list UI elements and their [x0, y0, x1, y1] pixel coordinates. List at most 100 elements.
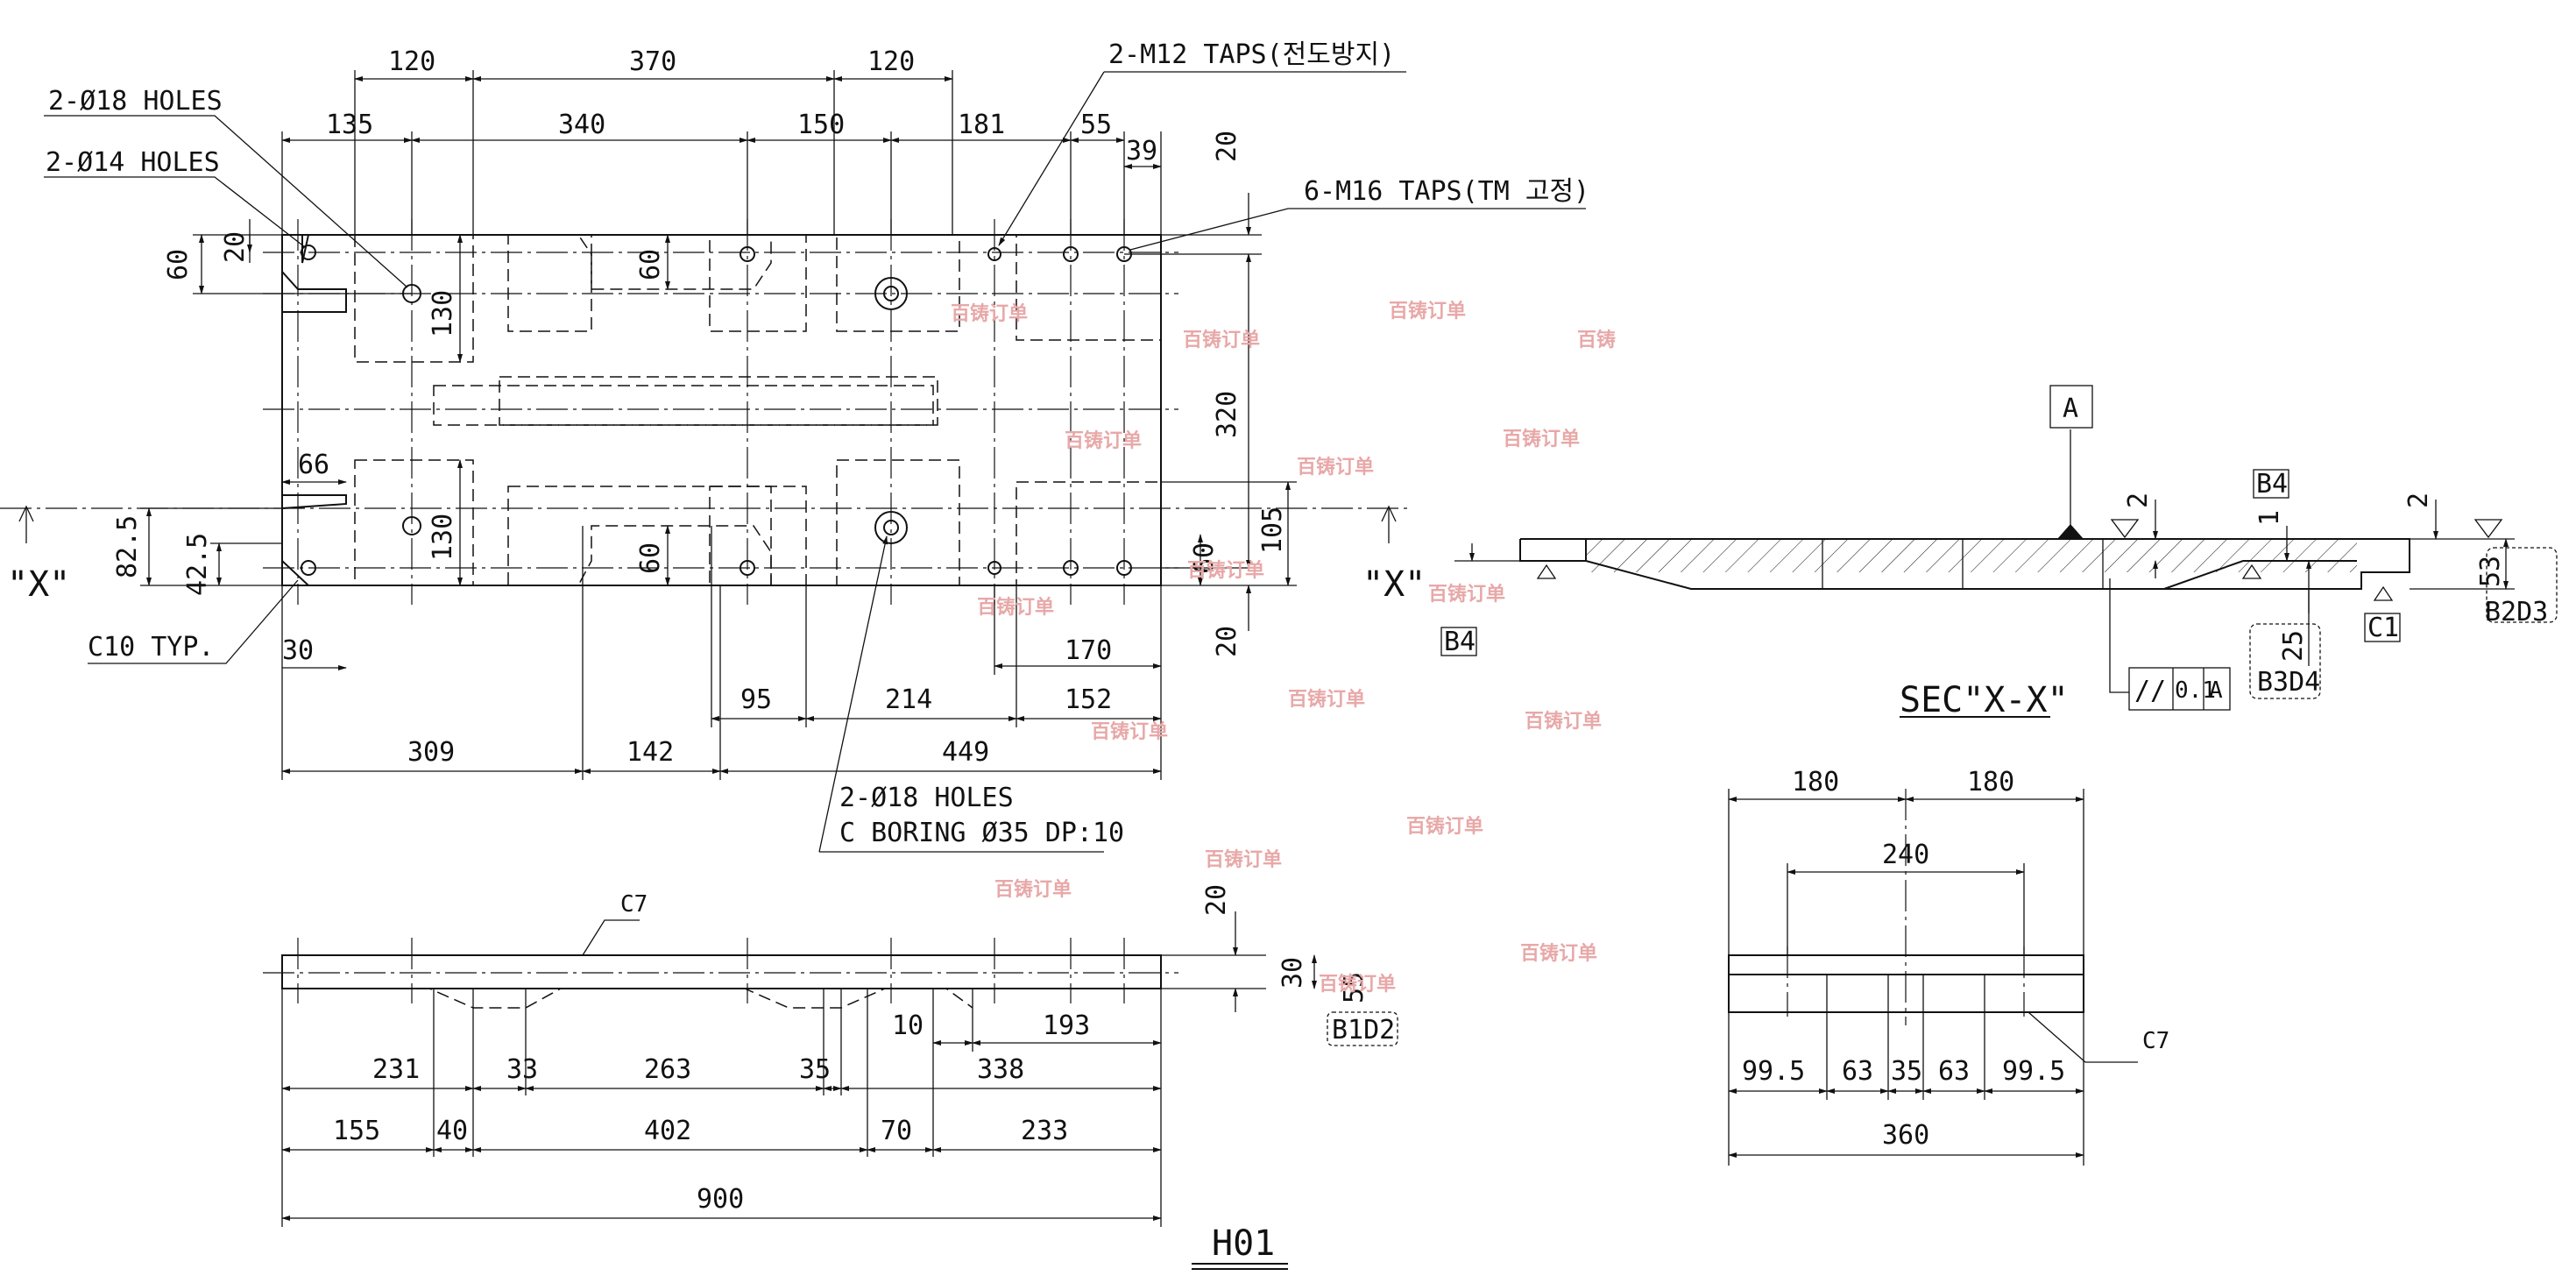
dim-label: 10	[892, 1010, 924, 1041]
section-dimension-lines	[1454, 500, 2558, 718]
callout-chamfer-typ: C10 TYP.	[88, 632, 215, 663]
dim-label: 63	[1842, 1056, 1873, 1087]
dim-label: 170	[1065, 635, 1112, 666]
dim-label: 180	[1967, 767, 2014, 798]
dim-label: 338	[977, 1054, 1024, 1085]
dim-label: 55	[1339, 972, 1369, 1003]
dim-label: 900	[697, 1184, 744, 1215]
watermark: 百铸订单	[1297, 456, 1374, 478]
watermark: 百铸订单	[1205, 848, 1282, 871]
dim-label: 39	[1126, 136, 1157, 167]
dim-label: 60	[635, 249, 666, 280]
dim-label: 63	[1938, 1056, 1970, 1087]
dim-label: 60	[635, 542, 666, 574]
dim-label: 155	[333, 1116, 380, 1146]
front-dimension-lines	[281, 911, 1398, 1227]
dim-label: 402	[644, 1116, 691, 1146]
dim-label: 340	[558, 110, 605, 140]
watermark: 百铸订单	[1389, 300, 1466, 323]
dim-label: 193	[1043, 1010, 1090, 1041]
drawing-title: H01	[1212, 1223, 1275, 1264]
dim-label: 40	[436, 1116, 468, 1146]
top-view-dimension-lines	[140, 70, 1297, 780]
dim-label: 142	[626, 737, 674, 768]
dim-label: 33	[506, 1054, 538, 1085]
callout-holes-14: 2-Ø14 HOLES	[46, 147, 220, 178]
dim-label: 240	[1882, 840, 1929, 870]
callout-holes-18: 2-Ø18 HOLES	[48, 86, 223, 117]
tolerance-datum: A	[2209, 677, 2223, 704]
dim-label: 370	[629, 46, 676, 77]
dim-label: 130	[428, 290, 458, 337]
dim-label: 20	[1212, 131, 1242, 162]
watermark: 百铸订单	[1183, 329, 1260, 351]
tolerance-value: 0.1	[2175, 677, 2216, 704]
front-hidden	[346, 988, 973, 1009]
dim-label: 120	[867, 46, 915, 77]
dim-label: 99.5	[2002, 1056, 2065, 1087]
front-center-lines	[263, 938, 1178, 1003]
dim-label: 1	[2254, 510, 2285, 526]
dim-label: 150	[797, 110, 845, 140]
dim-label: 449	[942, 737, 989, 768]
dim-label: 320	[1212, 391, 1242, 438]
dim-label: 20	[220, 231, 251, 263]
dim-label: 60	[1189, 542, 1220, 574]
dim-label: 35	[799, 1054, 831, 1085]
side-dimension-lines	[1728, 789, 2138, 1166]
dim-label: 231	[372, 1054, 420, 1085]
section-title: SEC"X-X"	[1900, 680, 2069, 720]
dim-label: 55	[1080, 110, 1112, 140]
watermark: 百铸订单	[994, 878, 1072, 901]
dim-label: 180	[1792, 767, 1839, 798]
side-inner	[1787, 789, 2025, 1025]
dim-label: 53	[2475, 556, 2506, 587]
callout-holes-18-bottom: 2-Ø18 HOLES	[839, 783, 1014, 813]
side-view: 180 180 240 99.5 63 35 63 99.5 360 C7	[1728, 767, 2169, 1166]
dim-label: 130	[428, 514, 458, 561]
section-cut-arrows	[18, 505, 1397, 543]
watermark: 百铸订单	[1520, 942, 1597, 965]
dim-label: 95	[740, 684, 772, 715]
top-view-leaders	[44, 71, 1586, 853]
top-view: 2-Ø18 HOLES 2-Ø14 HOLES 2-M12 TAPS(전도방지)…	[0, 39, 1589, 853]
dim-label: 120	[388, 46, 435, 77]
top-view-labels: 2-Ø18 HOLES 2-Ø14 HOLES 2-M12 TAPS(전도방지)…	[7, 39, 1589, 848]
watermark: 百铸订单	[1319, 973, 1396, 996]
dim-label: 30	[282, 635, 314, 666]
datum-label: A	[2063, 393, 2078, 424]
dim-label: 105	[1257, 507, 1288, 554]
section-labels: SEC"X-X" B4 B4 C1 B2D3 B3D4 2 1 2 53 25 …	[1440, 469, 2548, 720]
watermark: 百铸订单	[1288, 688, 1365, 711]
section-marker-right: "X"	[1362, 564, 1426, 605]
side-labels: 180 180 240 99.5 63 35 63 99.5 360 C7	[1742, 767, 2169, 1151]
dim-label: 360	[1882, 1120, 1929, 1151]
watermark: 百铸	[1577, 329, 1616, 351]
section-datum: A	[2049, 385, 2093, 539]
section-marker-left: "X"	[7, 564, 70, 605]
watermark: 百铸订单	[1187, 559, 1264, 582]
dim-label: 60	[163, 249, 194, 280]
callout-taps-m12: 2-M12 TAPS(전도방지)	[1108, 39, 1395, 70]
dim-label: 42.5	[182, 533, 213, 596]
watermark: 百铸订单	[1065, 429, 1142, 452]
watermarks: 百铸订单 百铸订单 百铸订单 百铸 百铸订单 百铸订单 百铸订单 百铸订单 百铸…	[951, 300, 1616, 996]
section-tag: B4	[1444, 627, 1476, 657]
dim-label: 263	[644, 1054, 691, 1085]
detail-tag: B1D2	[1332, 1015, 1395, 1046]
watermark: 百铸订单	[1091, 720, 1168, 743]
hidden-features	[354, 234, 1162, 586]
dim-label: 70	[881, 1116, 912, 1146]
tolerance-symbol: //	[2134, 676, 2166, 706]
dim-label: 66	[298, 450, 329, 480]
watermark: 百铸订单	[1503, 428, 1580, 450]
callout-boring: C BORING Ø35 DP:10	[839, 818, 1124, 848]
watermark: 百铸订单	[1428, 583, 1505, 606]
dim-label: 309	[407, 737, 455, 768]
section-tag: B3D4	[2257, 667, 2320, 698]
dim-label: 20	[1201, 884, 1232, 916]
callout-c7-side: C7	[2142, 1028, 2169, 1054]
section-symbols	[1536, 519, 2503, 601]
dim-label: 30	[1277, 957, 1308, 989]
watermark: 百铸订单	[1406, 815, 1483, 838]
